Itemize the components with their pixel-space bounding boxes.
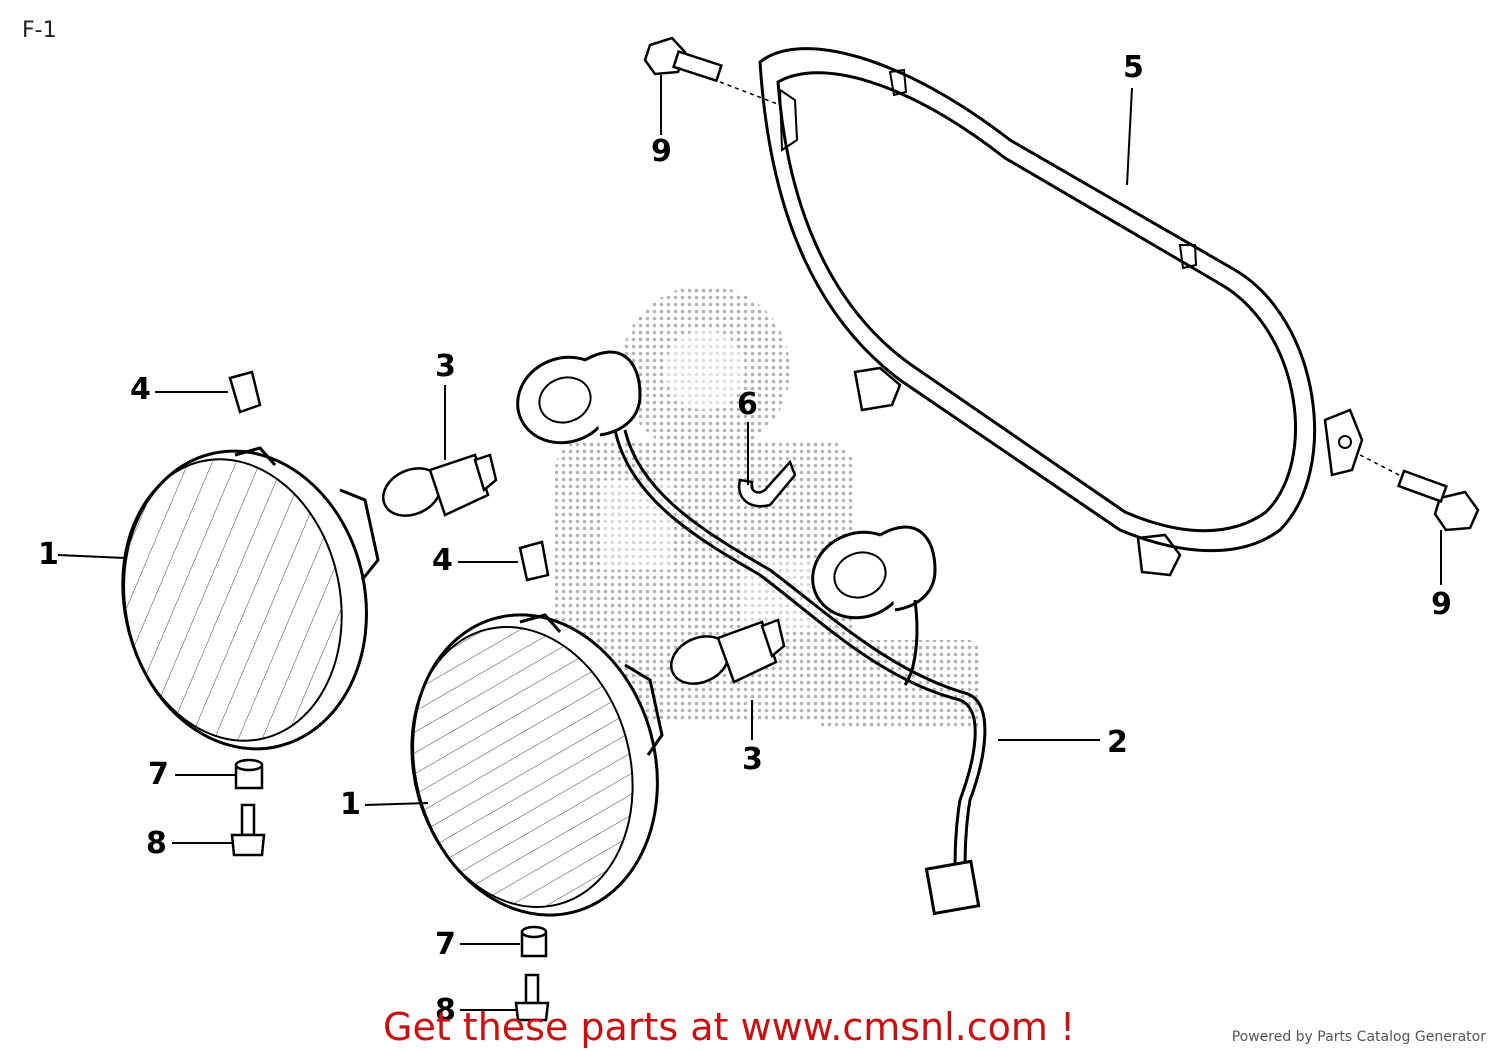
rubber-cap-icon: [228, 370, 550, 582]
callout-4: 4: [130, 372, 151, 407]
headlight-unit-icon: [121, 446, 380, 751]
collar-icon: [234, 758, 548, 958]
callout-6: 6: [737, 387, 758, 422]
screw-icon: [230, 803, 550, 1022]
callout-5: 5: [1123, 50, 1144, 85]
callout-8: 8: [435, 993, 456, 1028]
promo-link[interactable]: Get these parts at www.cmsnl.com !: [383, 1005, 1076, 1049]
mounting-frame-icon: [758, 47, 1364, 577]
callout-7: 7: [435, 927, 456, 962]
bolt-icon: [1359, 454, 1480, 532]
powered-by-text: Powered by Parts Catalog Generator: [1231, 1029, 1486, 1045]
callout-7: 7: [148, 757, 169, 792]
callout-8: 8: [146, 826, 167, 861]
callout-1: 1: [340, 787, 361, 822]
page-code: F-1: [22, 18, 57, 43]
bolt-icon: [643, 36, 781, 106]
socket-harness-icon: [516, 350, 987, 916]
headlight-unit-icon: [410, 613, 664, 917]
bulb-icon: [670, 618, 786, 685]
callout-3: 3: [742, 742, 763, 777]
callout-2: 2: [1107, 725, 1128, 760]
callout-9: 9: [1431, 587, 1452, 622]
leader-lines: [57, 75, 1442, 1011]
callout-9: 9: [651, 134, 672, 169]
bulb-icon: [382, 453, 498, 517]
wire-clamp-icon: [737, 459, 797, 508]
callout-4: 4: [432, 543, 453, 578]
callout-1: 1: [38, 537, 59, 572]
callout-3: 3: [435, 349, 456, 384]
